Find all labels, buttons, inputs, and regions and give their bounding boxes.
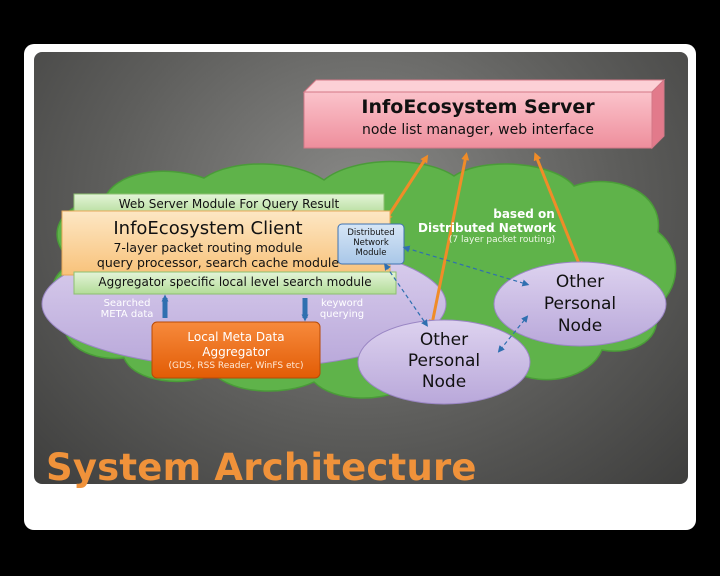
node-bottom-line1: Other	[419, 330, 469, 350]
aggregator-line3: (GDS, RSS Reader, WinFS etc)	[168, 361, 304, 371]
arrow-server-node-right	[533, 152, 583, 270]
aggregator-line2: Aggregator	[202, 345, 270, 359]
network-line1: based on	[493, 207, 555, 221]
keyword-query-line1: keyword	[320, 298, 364, 309]
server-subtitle: node list manager, web interface	[361, 122, 595, 138]
node-right-line3: Node	[557, 316, 603, 336]
node-bottom-line3: Node	[421, 372, 467, 392]
node-bottom-ellipse	[357, 319, 531, 405]
client-line2: query processor, search cache module	[96, 255, 340, 270]
arrow-server-node-bottom	[428, 152, 470, 328]
slide-canvas: InfoEcosystem Server node list manager, …	[34, 52, 688, 484]
server-title: InfoEcosystem Server	[361, 96, 595, 118]
keyword-query-line2: querying	[319, 309, 365, 320]
client-box	[61, 210, 391, 276]
dist-module-line2: Network	[353, 238, 389, 248]
node-bottom-line2: Personal	[407, 351, 481, 371]
client-line1: 7-layer packet routing module	[113, 240, 303, 255]
network-line3: (7 layer packet routing)	[448, 235, 556, 245]
dist-module-line3: Module	[355, 248, 387, 258]
node-right-line2: Personal	[543, 294, 617, 314]
client-title: InfoEcosystem Client	[113, 218, 303, 239]
distributed-network-module	[337, 223, 405, 265]
web-server-module-label: Web Server Module For Query Result	[118, 197, 340, 211]
architecture-diagram	[41, 78, 677, 405]
dist-module-line1: Distributed	[347, 228, 395, 238]
dashed-dist-node-bottom	[384, 263, 428, 327]
node-right-line1: Other	[555, 272, 605, 292]
arrow-server-client	[384, 154, 429, 222]
aggregator-module-label: Aggregator specific local level search m…	[98, 275, 372, 289]
local-aggregator-box	[151, 321, 321, 379]
searched-meta-line1: Searched	[103, 298, 151, 309]
network-line2: Distributed Network	[418, 221, 556, 235]
node-right-ellipse	[493, 261, 667, 347]
server-box	[302, 78, 666, 150]
aggregator-line1: Local Meta Data	[187, 330, 285, 344]
searched-meta-line2: META data	[100, 309, 154, 320]
slide-title: System Architecture	[46, 446, 477, 489]
